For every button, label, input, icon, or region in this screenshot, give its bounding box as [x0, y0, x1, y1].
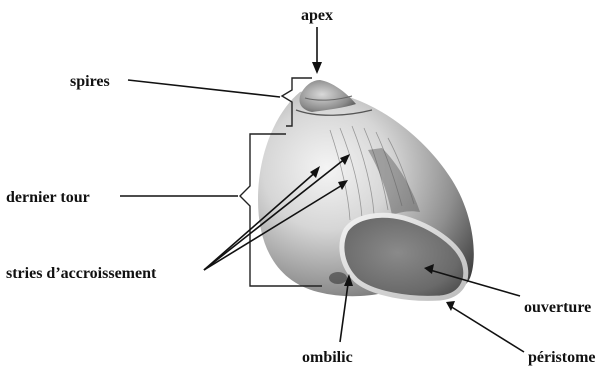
peristome-label: péristome [528, 349, 596, 366]
spires-leader [128, 80, 280, 97]
dernier-tour-label: dernier tour [6, 189, 90, 206]
peristome-arrowhead [446, 301, 455, 311]
spires-label: spires [70, 73, 110, 90]
ombilic-label: ombilic [302, 349, 353, 366]
umbilicus-shape [329, 272, 347, 284]
apex-arrowhead [312, 62, 322, 74]
ouverture-label: ouverture [524, 299, 591, 316]
snail-shell-image [258, 80, 474, 298]
stries-label: stries d’accroissement [6, 265, 157, 282]
peristome-leader [450, 306, 524, 352]
apex-label: apex [301, 7, 333, 24]
